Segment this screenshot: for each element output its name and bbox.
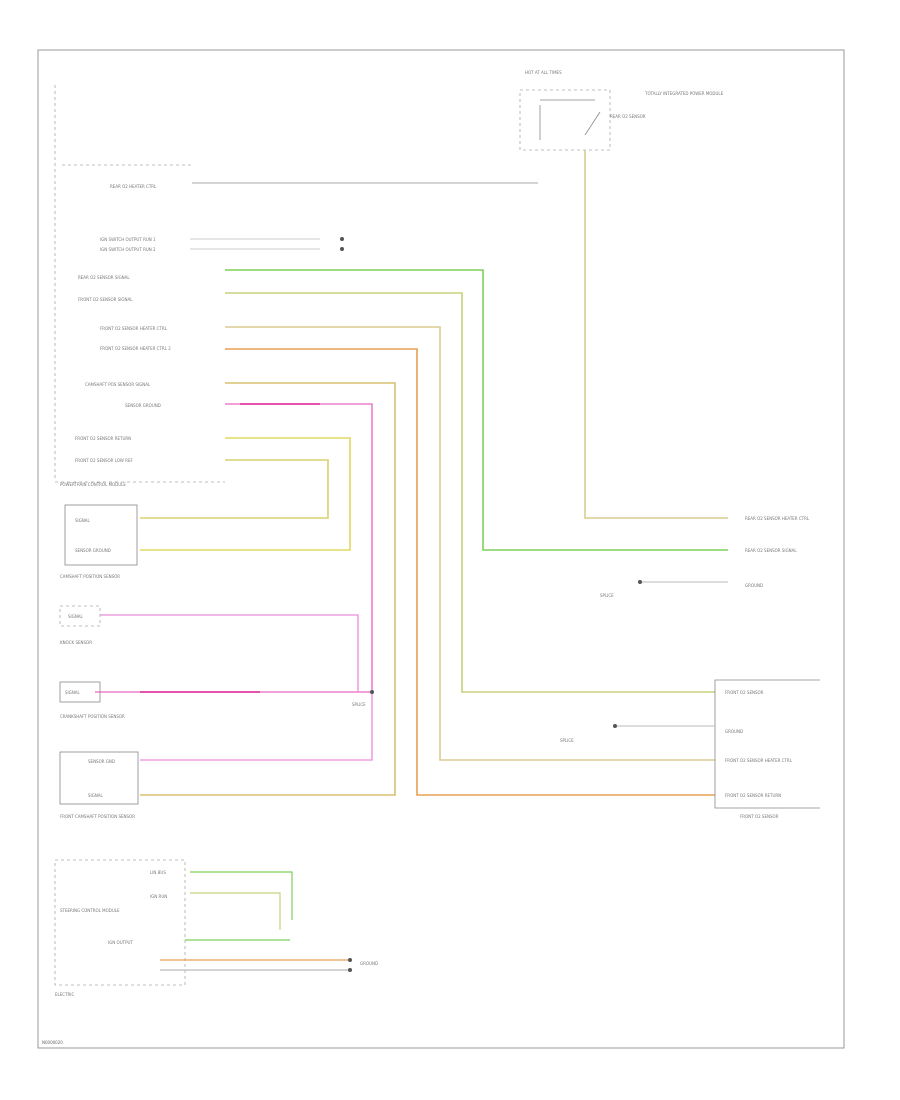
right-connector-label: REAR O2 SENSOR SIGNAL	[745, 548, 797, 553]
pcm-pin-label: CAMSHAFT POS SENSOR SIGNAL	[85, 382, 151, 387]
pcm-name: POWERTRAIN CONTROL MODULE	[60, 482, 126, 487]
wire-o2-return	[140, 437, 351, 551]
right-connector-label: REAR O2 SENSOR HEATER CTRL	[745, 516, 810, 521]
component-pin: SENSOR GND	[88, 759, 115, 764]
component-name: FRONT CAMSHAFT POSITION SENSOR	[60, 814, 135, 819]
crank-sensor-box	[59, 681, 101, 703]
steering-wires	[160, 871, 350, 971]
wire-sensor-ground	[95, 403, 373, 693]
component-pin: SIGNAL	[75, 518, 91, 523]
component-name: KNOCK SENSOR	[60, 640, 92, 645]
wire-knock-sensor	[100, 614, 359, 692]
pcm-pin-label: REAR O2 HEATER CTRL	[110, 184, 157, 189]
component-name: STEERING CONTROL MODULE	[60, 908, 120, 913]
wire-front-heater-ctrl-2	[225, 348, 715, 796]
wire-green-rear-o2	[225, 269, 728, 551]
front-o2-pin: FRONT O2 SENSOR RETURN	[725, 793, 781, 798]
footer-code: N0000020	[42, 1040, 63, 1045]
pcm-pin-label: FRONT O2 SENSOR RETURN	[75, 436, 131, 441]
pcm-pin-label: IGN SWITCH OUTPUT RUN 1	[100, 237, 156, 242]
knock-sensor-box	[59, 605, 101, 627]
splice-dot	[370, 690, 374, 694]
wire-front-heater-ctrl	[225, 326, 715, 761]
component-pin: SIGNAL	[88, 793, 104, 798]
front-o2-pin: FRONT O2 SENSOR	[725, 690, 764, 695]
o2-ground-dot	[613, 724, 617, 728]
splice-label: SPLICE	[352, 702, 366, 707]
steering-module-box	[54, 859, 186, 986]
tipm-relay: HOT AT ALL TIMES TOTALLY INTEGRATED POWE…	[519, 70, 724, 151]
wire-camshaft-signal	[140, 382, 396, 796]
left-components: SIGNAL SENSOR GROUND CAMSHAFT POSITION S…	[54, 504, 186, 986]
steering-splice-dot	[348, 958, 352, 962]
relay-label: REAR O2 SENSOR	[610, 114, 646, 119]
pcm-pin-label: REAR O2 SENSOR SIGNAL	[78, 275, 130, 280]
pcm-pin-labels: REAR O2 HEATER CTRL IGN SWITCH OUTPUT RU…	[75, 184, 171, 463]
diagram-frame	[37, 49, 845, 1049]
wire-cam-sensor-gnd	[140, 692, 373, 761]
pcm-pin-label: FRONT O2 SENSOR HEATER CTRL 2	[100, 346, 171, 351]
splice-label: SPLICE	[560, 738, 574, 743]
bottom-note: IGN OUTPUT	[108, 940, 133, 945]
right-connector-label: GROUND	[745, 583, 763, 588]
front-o2-pin: GROUND	[725, 729, 743, 734]
colored-wires	[95, 150, 728, 796]
front-o2-sensor-module: FRONT O2 SENSOR GROUND FRONT O2 SENSOR H…	[714, 679, 820, 819]
component-pin: LIN BUS	[150, 870, 166, 875]
ign-splice-dot	[340, 247, 344, 251]
front-o2-box	[714, 679, 820, 809]
tipm-box	[519, 89, 611, 151]
wire-steering-lin	[190, 871, 293, 920]
bottom-note: ELECTRIC	[55, 992, 74, 997]
pcm-pin-label: FRONT O2 SENSOR SIGNAL	[78, 297, 133, 302]
tipm-hot-label: HOT AT ALL TIMES	[525, 70, 562, 75]
wire-steering-ign	[190, 892, 281, 930]
splice-label: SPLICE	[600, 593, 614, 598]
steering-splice-dot	[348, 968, 352, 972]
wire-tipm-feed	[584, 150, 728, 519]
component-pin: SENSOR GROUND	[75, 548, 111, 553]
camshaft-sensor-box	[64, 504, 138, 566]
pcm-pin-label: SENSOR GROUND	[125, 403, 161, 408]
component-pin: SIGNAL	[65, 690, 81, 695]
wire-o2-low-ref	[140, 459, 329, 519]
pcm-pin-label: IGN SWITCH OUTPUT RUN 2	[100, 247, 156, 252]
pcm-pin-label: FRONT O2 SENSOR HEATER CTRL	[100, 326, 168, 331]
right-connectors: REAR O2 SENSOR HEATER CTRL REAR O2 SENSO…	[745, 516, 810, 588]
ign-splice-dot	[340, 237, 344, 241]
component-pin: IGN RUN	[150, 894, 167, 899]
front-cam-sensor-box	[59, 751, 139, 805]
bottom-note: GROUND	[360, 961, 378, 966]
ground-splice-dot	[638, 580, 642, 584]
pcm-pin-label: FRONT O2 SENSOR LOW REF	[75, 458, 133, 463]
front-o2-name: FRONT O2 SENSOR	[740, 814, 779, 819]
front-o2-pin: FRONT O2 SENSOR HEATER CTRL	[725, 758, 793, 763]
wire-front-o2-signal	[225, 292, 715, 693]
tipm-side-label: TOTALLY INTEGRATED POWER MODULE	[644, 91, 724, 96]
component-pin: SIGNAL	[68, 614, 84, 619]
component-name: CAMSHAFT POSITION SENSOR	[60, 574, 120, 579]
relay-switch-arm	[584, 111, 601, 136]
component-name: CRANKSHAFT POSITION SENSOR	[60, 714, 125, 719]
